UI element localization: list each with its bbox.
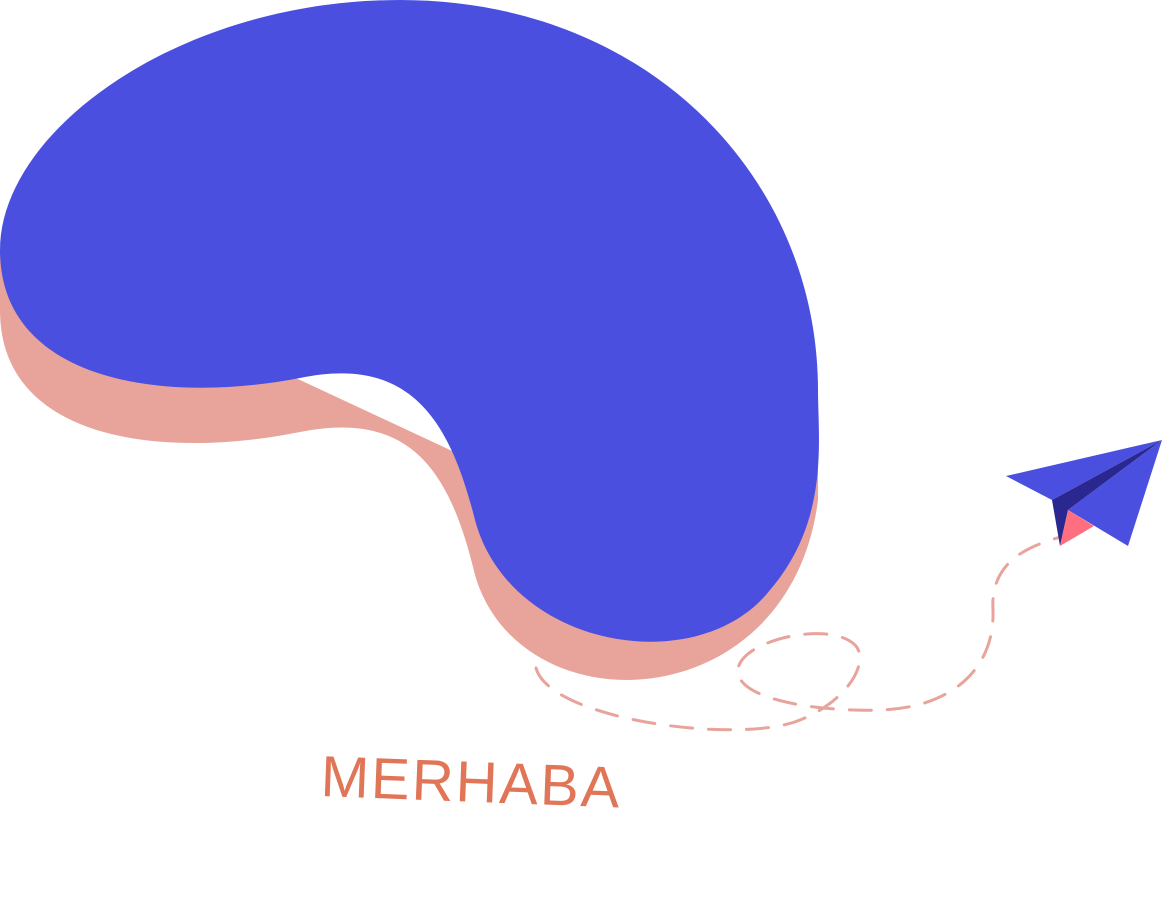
dashed-flight-trail bbox=[534, 533, 1070, 732]
blob-shape bbox=[0, 0, 819, 642]
paper-plane-icon bbox=[1006, 440, 1162, 546]
greeting-text: MERHABA bbox=[319, 744, 623, 821]
